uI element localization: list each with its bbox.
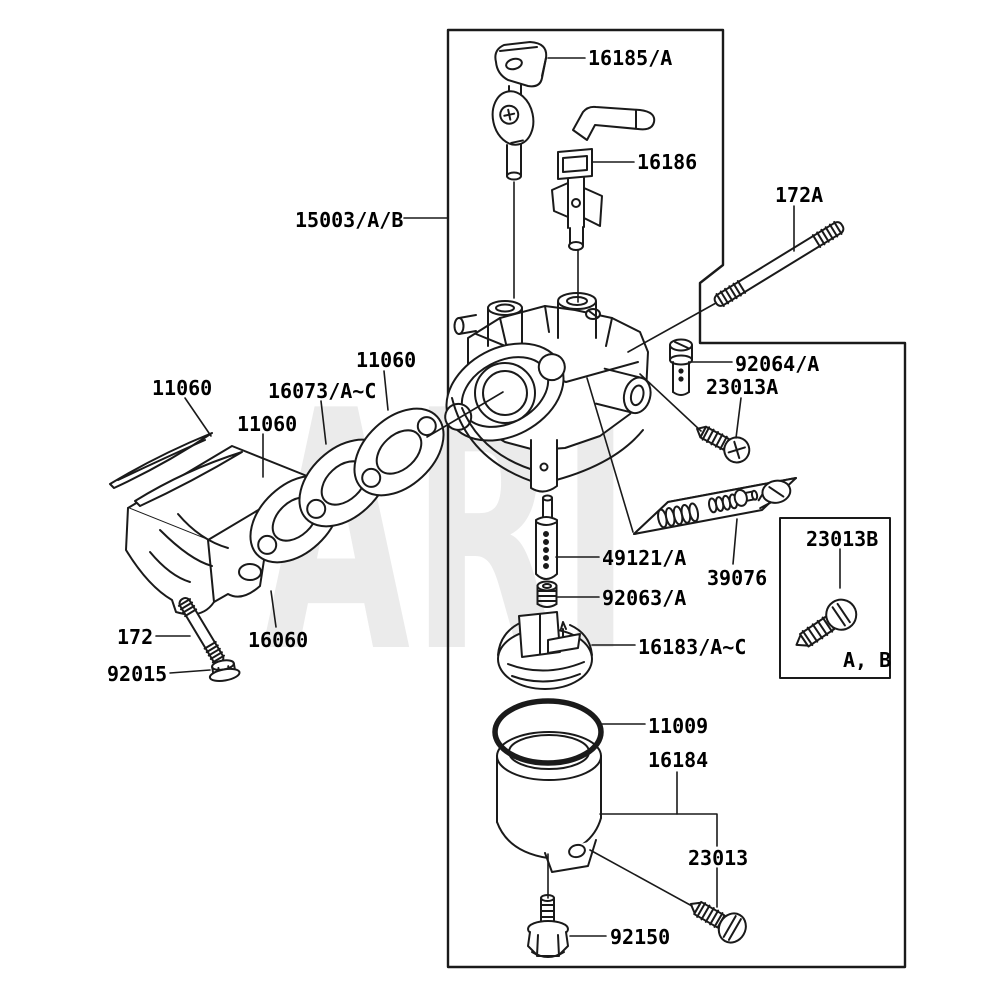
throttle-lever-drawing bbox=[551, 105, 656, 251]
part-label-16183AC[interactable]: 16183/A~C bbox=[638, 635, 747, 659]
part-label-16073AC[interactable]: 16073/A~C bbox=[268, 379, 377, 403]
part-label-11060-top[interactable]: 11060 bbox=[152, 376, 213, 400]
part-label-92064A[interactable]: 92064/A bbox=[735, 352, 820, 376]
drain-screw-92150-drawing bbox=[527, 894, 569, 958]
repair-kit-39076-drawing bbox=[633, 477, 801, 537]
part-label-11060-right[interactable]: 11060 bbox=[356, 348, 417, 372]
part-label-16186[interactable]: 16186 bbox=[637, 150, 698, 174]
part-label-39076[interactable]: 39076 bbox=[707, 566, 768, 590]
part-label-172[interactable]: 172 bbox=[117, 625, 154, 649]
part-label-16060[interactable]: 16060 bbox=[248, 628, 309, 652]
nut-92015-drawing bbox=[208, 659, 241, 682]
part-label-16184[interactable]: 16184 bbox=[648, 748, 709, 772]
stud-172-drawing bbox=[177, 597, 225, 665]
gasket-11060-right-drawing bbox=[353, 407, 445, 497]
stud-172a-drawing bbox=[713, 220, 845, 308]
leader-lines bbox=[155, 57, 841, 937]
choke-shaft-drawing bbox=[491, 41, 548, 181]
part-label-92150[interactable]: 92150 bbox=[610, 925, 671, 949]
jet-92063-drawing bbox=[536, 580, 558, 608]
main-jet-49121-drawing bbox=[535, 494, 558, 580]
screw-23013-drawing bbox=[689, 900, 747, 944]
part-label-16185A[interactable]: 16185/A bbox=[588, 46, 673, 70]
carburetor-body-drawing bbox=[444, 292, 652, 493]
part-label-92063A[interactable]: 92063/A bbox=[602, 586, 687, 610]
part-label-92015[interactable]: 92015 bbox=[107, 662, 168, 686]
part-label-23013[interactable]: 23013 bbox=[688, 846, 749, 870]
screw-23013a-drawing bbox=[696, 425, 751, 464]
part-label-11060-mid[interactable]: 11060 bbox=[237, 412, 298, 436]
part-label-11009[interactable]: 11009 bbox=[648, 714, 709, 738]
part-label-15003AB[interactable]: 15003/A/B bbox=[295, 208, 404, 232]
float-16183-drawing bbox=[497, 611, 593, 690]
part-label-23013A[interactable]: 23013A bbox=[706, 375, 779, 399]
part-label-49121A[interactable]: 49121/A bbox=[602, 546, 687, 570]
pilot-jet-92064-drawing bbox=[669, 338, 693, 396]
screw-box-23013b-drawing bbox=[779, 517, 891, 679]
part-label-172A[interactable]: 172A bbox=[775, 183, 824, 207]
assembly-border bbox=[446, 28, 907, 969]
part-label-23013B-note: A, B bbox=[843, 648, 892, 672]
part-label-23013B[interactable]: 23013B bbox=[806, 527, 879, 551]
oring-11009-drawing bbox=[492, 698, 604, 766]
